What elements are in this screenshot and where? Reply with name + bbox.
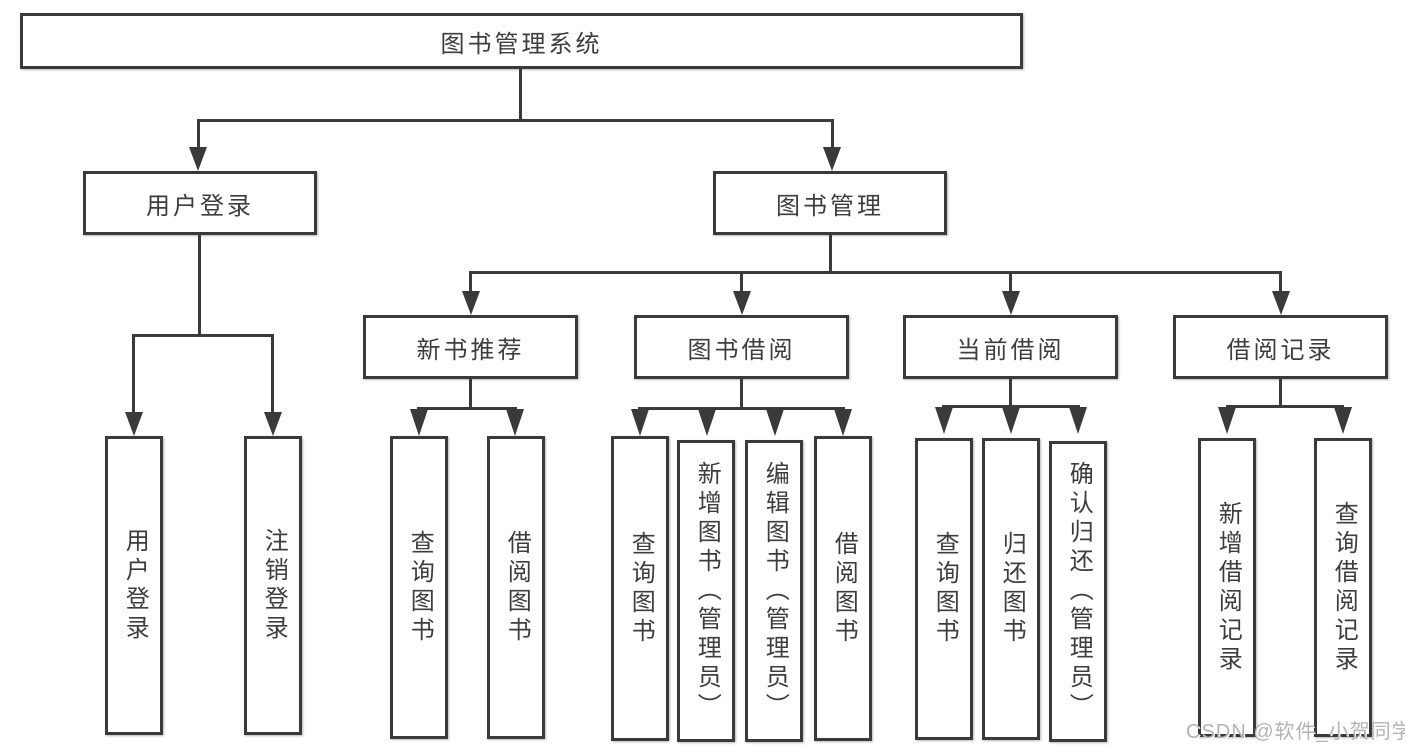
connector-current-borrow-stem <box>1009 379 1012 407</box>
arrow-down-icon <box>935 407 953 434</box>
node-current-borrow: 当前借阅 <box>903 315 1118 379</box>
connector-level3-rail <box>469 271 1282 274</box>
leaf-add-borrow-record: 新增借阅记录 <box>1198 438 1256 737</box>
arrow-down-icon <box>766 409 784 436</box>
arrow-down-icon <box>1002 407 1020 434</box>
leaf-recommend-query-books: 查询图书 <box>390 436 448 739</box>
leaf-return-books: 归还图书 <box>982 438 1040 740</box>
leaf-edit-books-admin-label: 编辑图书（管理员） <box>761 460 789 722</box>
leaf-logout-label: 注销登录 <box>260 527 288 644</box>
node-book-management: 图书管理 <box>713 171 947 235</box>
arrow-down-icon <box>698 409 716 436</box>
connector-drop-book-borrow <box>740 271 743 293</box>
connector-root-stem <box>519 68 522 121</box>
connector-drop-book-management <box>831 119 834 149</box>
node-book-borrow-label: 图书借阅 <box>687 336 796 364</box>
node-root-label: 图书管理系统 <box>440 30 603 58</box>
node-borrow-records: 借阅记录 <box>1173 315 1388 379</box>
arrow-down-icon <box>733 291 751 315</box>
leaf-logout: 注销登录 <box>244 436 302 735</box>
leaf-add-borrow-record-label: 新增借阅记录 <box>1214 500 1242 675</box>
leaf-recommend-borrow-books: 借阅图书 <box>487 436 545 739</box>
leaf-edit-books-admin: 编辑图书（管理员） <box>745 440 803 742</box>
leaf-borrow-query-books: 查询图书 <box>611 436 669 741</box>
connector-user-login-stem <box>198 235 201 336</box>
leaf-query-borrow-record-label: 查询借阅记录 <box>1330 500 1358 675</box>
connector-book-borrow-stem <box>740 379 743 409</box>
connector-new-book-rail <box>417 407 517 410</box>
leaf-borrow-query-books-label: 查询图书 <box>627 530 655 647</box>
leaf-confirm-return-admin-label: 确认归还（管理员） <box>1065 461 1093 722</box>
leaf-query-borrow-record: 查询借阅记录 <box>1314 438 1372 737</box>
node-new-book-recommend: 新书推荐 <box>363 315 578 379</box>
arrow-down-icon <box>462 291 480 315</box>
leaf-current-query-books-label: 查询图书 <box>931 531 959 647</box>
node-book-management-label: 图书管理 <box>776 192 884 220</box>
arrow-down-icon <box>834 409 852 436</box>
connector-current-borrow-rail <box>942 405 1080 408</box>
node-book-borrow: 图书借阅 <box>634 315 849 379</box>
leaf-add-books-admin-label: 新增图书（管理员） <box>693 460 721 722</box>
arrow-down-icon <box>506 409 524 436</box>
leaf-recommend-borrow-books-label: 借阅图书 <box>503 529 531 646</box>
leaf-return-books-label: 归还图书 <box>998 531 1026 647</box>
arrow-down-icon <box>1069 407 1087 434</box>
connector-user-login-rail <box>132 334 274 337</box>
arrow-down-icon <box>189 147 207 171</box>
connector-drop-borrow-records <box>1279 271 1282 293</box>
connector-drop-leaf-user-login <box>132 334 135 414</box>
connector-drop-current-borrow <box>1009 271 1012 293</box>
leaf-borrow-borrow-books-label: 借阅图书 <box>830 530 858 647</box>
leaf-add-books-admin: 新增图书（管理员） <box>677 440 735 742</box>
leaf-confirm-return-admin: 确认归还（管理员） <box>1049 441 1107 742</box>
arrow-down-icon <box>1334 407 1352 434</box>
node-root: 图书管理系统 <box>20 13 1023 69</box>
connector-drop-user-login <box>197 119 200 149</box>
node-user-login-label: 用户登录 <box>146 192 254 220</box>
connector-level2-rail <box>197 119 834 122</box>
node-borrow-records-label: 借阅记录 <box>1226 336 1335 364</box>
connector-book-borrow-rail <box>638 407 845 410</box>
arrow-down-icon <box>264 412 282 436</box>
arrow-down-icon <box>410 409 428 436</box>
connector-borrow-records-stem <box>1279 379 1282 407</box>
arrow-down-icon <box>1272 291 1290 315</box>
csdn-watermark: CSDN @软件_小贺同学 <box>1186 721 1405 743</box>
leaf-user-login-label: 用户登录 <box>121 527 149 644</box>
node-user-login: 用户登录 <box>83 171 317 235</box>
connector-book-management-stem <box>829 235 832 273</box>
leaf-current-query-books: 查询图书 <box>915 438 973 740</box>
connector-drop-new-book <box>469 271 472 293</box>
leaf-recommend-query-books-label: 查询图书 <box>406 529 434 646</box>
arrow-down-icon <box>1002 291 1020 315</box>
arrow-down-icon <box>1218 407 1236 434</box>
connector-drop-leaf-logout <box>271 334 274 414</box>
connector-borrow-records-rail <box>1226 405 1344 408</box>
connector-new-book-stem <box>469 379 472 409</box>
leaf-user-login: 用户登录 <box>105 436 163 735</box>
arrow-down-icon <box>631 409 649 436</box>
node-current-borrow-label: 当前借阅 <box>956 336 1065 364</box>
leaf-borrow-borrow-books: 借阅图书 <box>814 436 872 741</box>
node-new-book-recommend-label: 新书推荐 <box>416 336 525 364</box>
arrow-down-icon <box>125 412 143 436</box>
arrow-down-icon <box>823 147 841 171</box>
